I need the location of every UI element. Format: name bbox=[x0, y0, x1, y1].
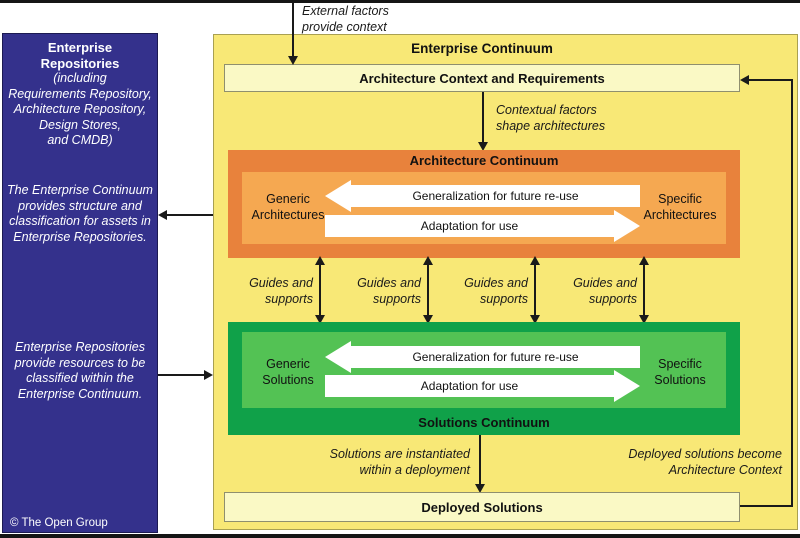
feedback-loop-vertical-line bbox=[791, 79, 793, 507]
external-factors-arrow-head bbox=[288, 56, 298, 65]
left-arrowhead bbox=[325, 180, 351, 212]
solutions-continuum-title: Solutions Continuum bbox=[418, 415, 550, 430]
guides-supports-arrow-2 bbox=[423, 256, 433, 324]
feedback-loop-arrow-head bbox=[740, 75, 749, 85]
architecture-context-requirements-label: Architecture Context and Requirements bbox=[359, 70, 605, 86]
specific-architectures-label: Specific Architectures bbox=[643, 192, 717, 222]
repositories-heading-block: Enterprise Repositories (including Requi… bbox=[2, 40, 158, 149]
repositories-note-resources: Enterprise Repositories provide resource… bbox=[14, 340, 146, 401]
guides-supports-arrow-4 bbox=[639, 256, 649, 324]
deployed-become-context-label: Deployed solutions become Architecture C… bbox=[628, 447, 782, 477]
generic-architectures-label: Generic Architectures bbox=[251, 192, 325, 222]
repositories-title: Enterprise Repositories bbox=[40, 40, 120, 71]
architecture-continuum-title: Architecture Continuum bbox=[409, 153, 559, 168]
arrow-to-repositories-head bbox=[158, 210, 167, 220]
solutions-generalization-arrow-label: Generalization for future re-use bbox=[351, 346, 640, 368]
arrow-to-continuum-head bbox=[204, 370, 213, 380]
guides-supports-label-2: Guides and supports bbox=[357, 276, 421, 306]
generic-solutions-label: Generic Solutions bbox=[262, 357, 314, 387]
instantiation-arrow-line bbox=[479, 435, 481, 484]
copyright-text: © The Open Group bbox=[10, 517, 108, 529]
enterprise-repositories-panel bbox=[2, 33, 158, 533]
guides-supports-label-4: Guides and supports bbox=[573, 276, 637, 306]
bottom-border bbox=[0, 534, 800, 538]
instantiation-label: Solutions are instantiated within a depl… bbox=[329, 447, 470, 477]
architecture-adaptation-arrow-label: Adaptation for use bbox=[325, 215, 614, 237]
specific-solutions-label: Specific Solutions bbox=[654, 357, 706, 387]
architecture-generalization-arrow: Generalization for future re-use bbox=[325, 180, 640, 212]
solutions-generalization-arrow: Generalization for future re-use bbox=[325, 341, 640, 373]
top-border bbox=[0, 0, 800, 3]
external-factors-label: External factors provide context bbox=[302, 4, 389, 34]
feedback-loop-bottom-line bbox=[740, 505, 793, 507]
contextual-factors-arrow-head bbox=[478, 142, 488, 151]
solutions-adaptation-arrow: Adaptation for use bbox=[325, 370, 640, 402]
architecture-adaptation-arrow: Adaptation for use bbox=[325, 210, 640, 242]
right-arrowhead bbox=[614, 210, 640, 242]
enterprise-continuum-panel bbox=[213, 34, 798, 530]
contextual-factors-arrow-line bbox=[482, 92, 484, 142]
instantiation-arrow-head bbox=[475, 484, 485, 493]
left-arrowhead bbox=[325, 341, 351, 373]
right-arrowhead bbox=[614, 370, 640, 402]
external-factors-arrow-line bbox=[292, 3, 294, 56]
contextual-factors-label: Contextual factors shape architectures bbox=[496, 103, 606, 133]
arrow-to-continuum-line bbox=[158, 374, 204, 376]
deployed-solutions-bar: Deployed Solutions bbox=[224, 492, 740, 522]
repositories-subtitle: (including Requirements Repository, Arch… bbox=[8, 71, 152, 147]
arrow-to-repositories-line bbox=[167, 214, 213, 216]
architecture-generalization-arrow-label: Generalization for future re-use bbox=[351, 185, 640, 207]
guides-supports-label-3: Guides and supports bbox=[464, 276, 528, 306]
feedback-loop-top-line bbox=[749, 79, 793, 81]
guides-supports-arrow-3 bbox=[530, 256, 540, 324]
architecture-context-requirements-bar: Architecture Context and Requirements bbox=[224, 64, 740, 92]
guides-supports-arrow-1 bbox=[315, 256, 325, 324]
repositories-note-structure: The Enterprise Continuum provides struct… bbox=[7, 183, 153, 244]
guides-supports-label-1: Guides and supports bbox=[249, 276, 313, 306]
deployed-solutions-label: Deployed Solutions bbox=[421, 499, 543, 515]
enterprise-continuum-title: Enterprise Continuum bbox=[411, 41, 553, 56]
solutions-adaptation-arrow-label: Adaptation for use bbox=[325, 375, 614, 397]
